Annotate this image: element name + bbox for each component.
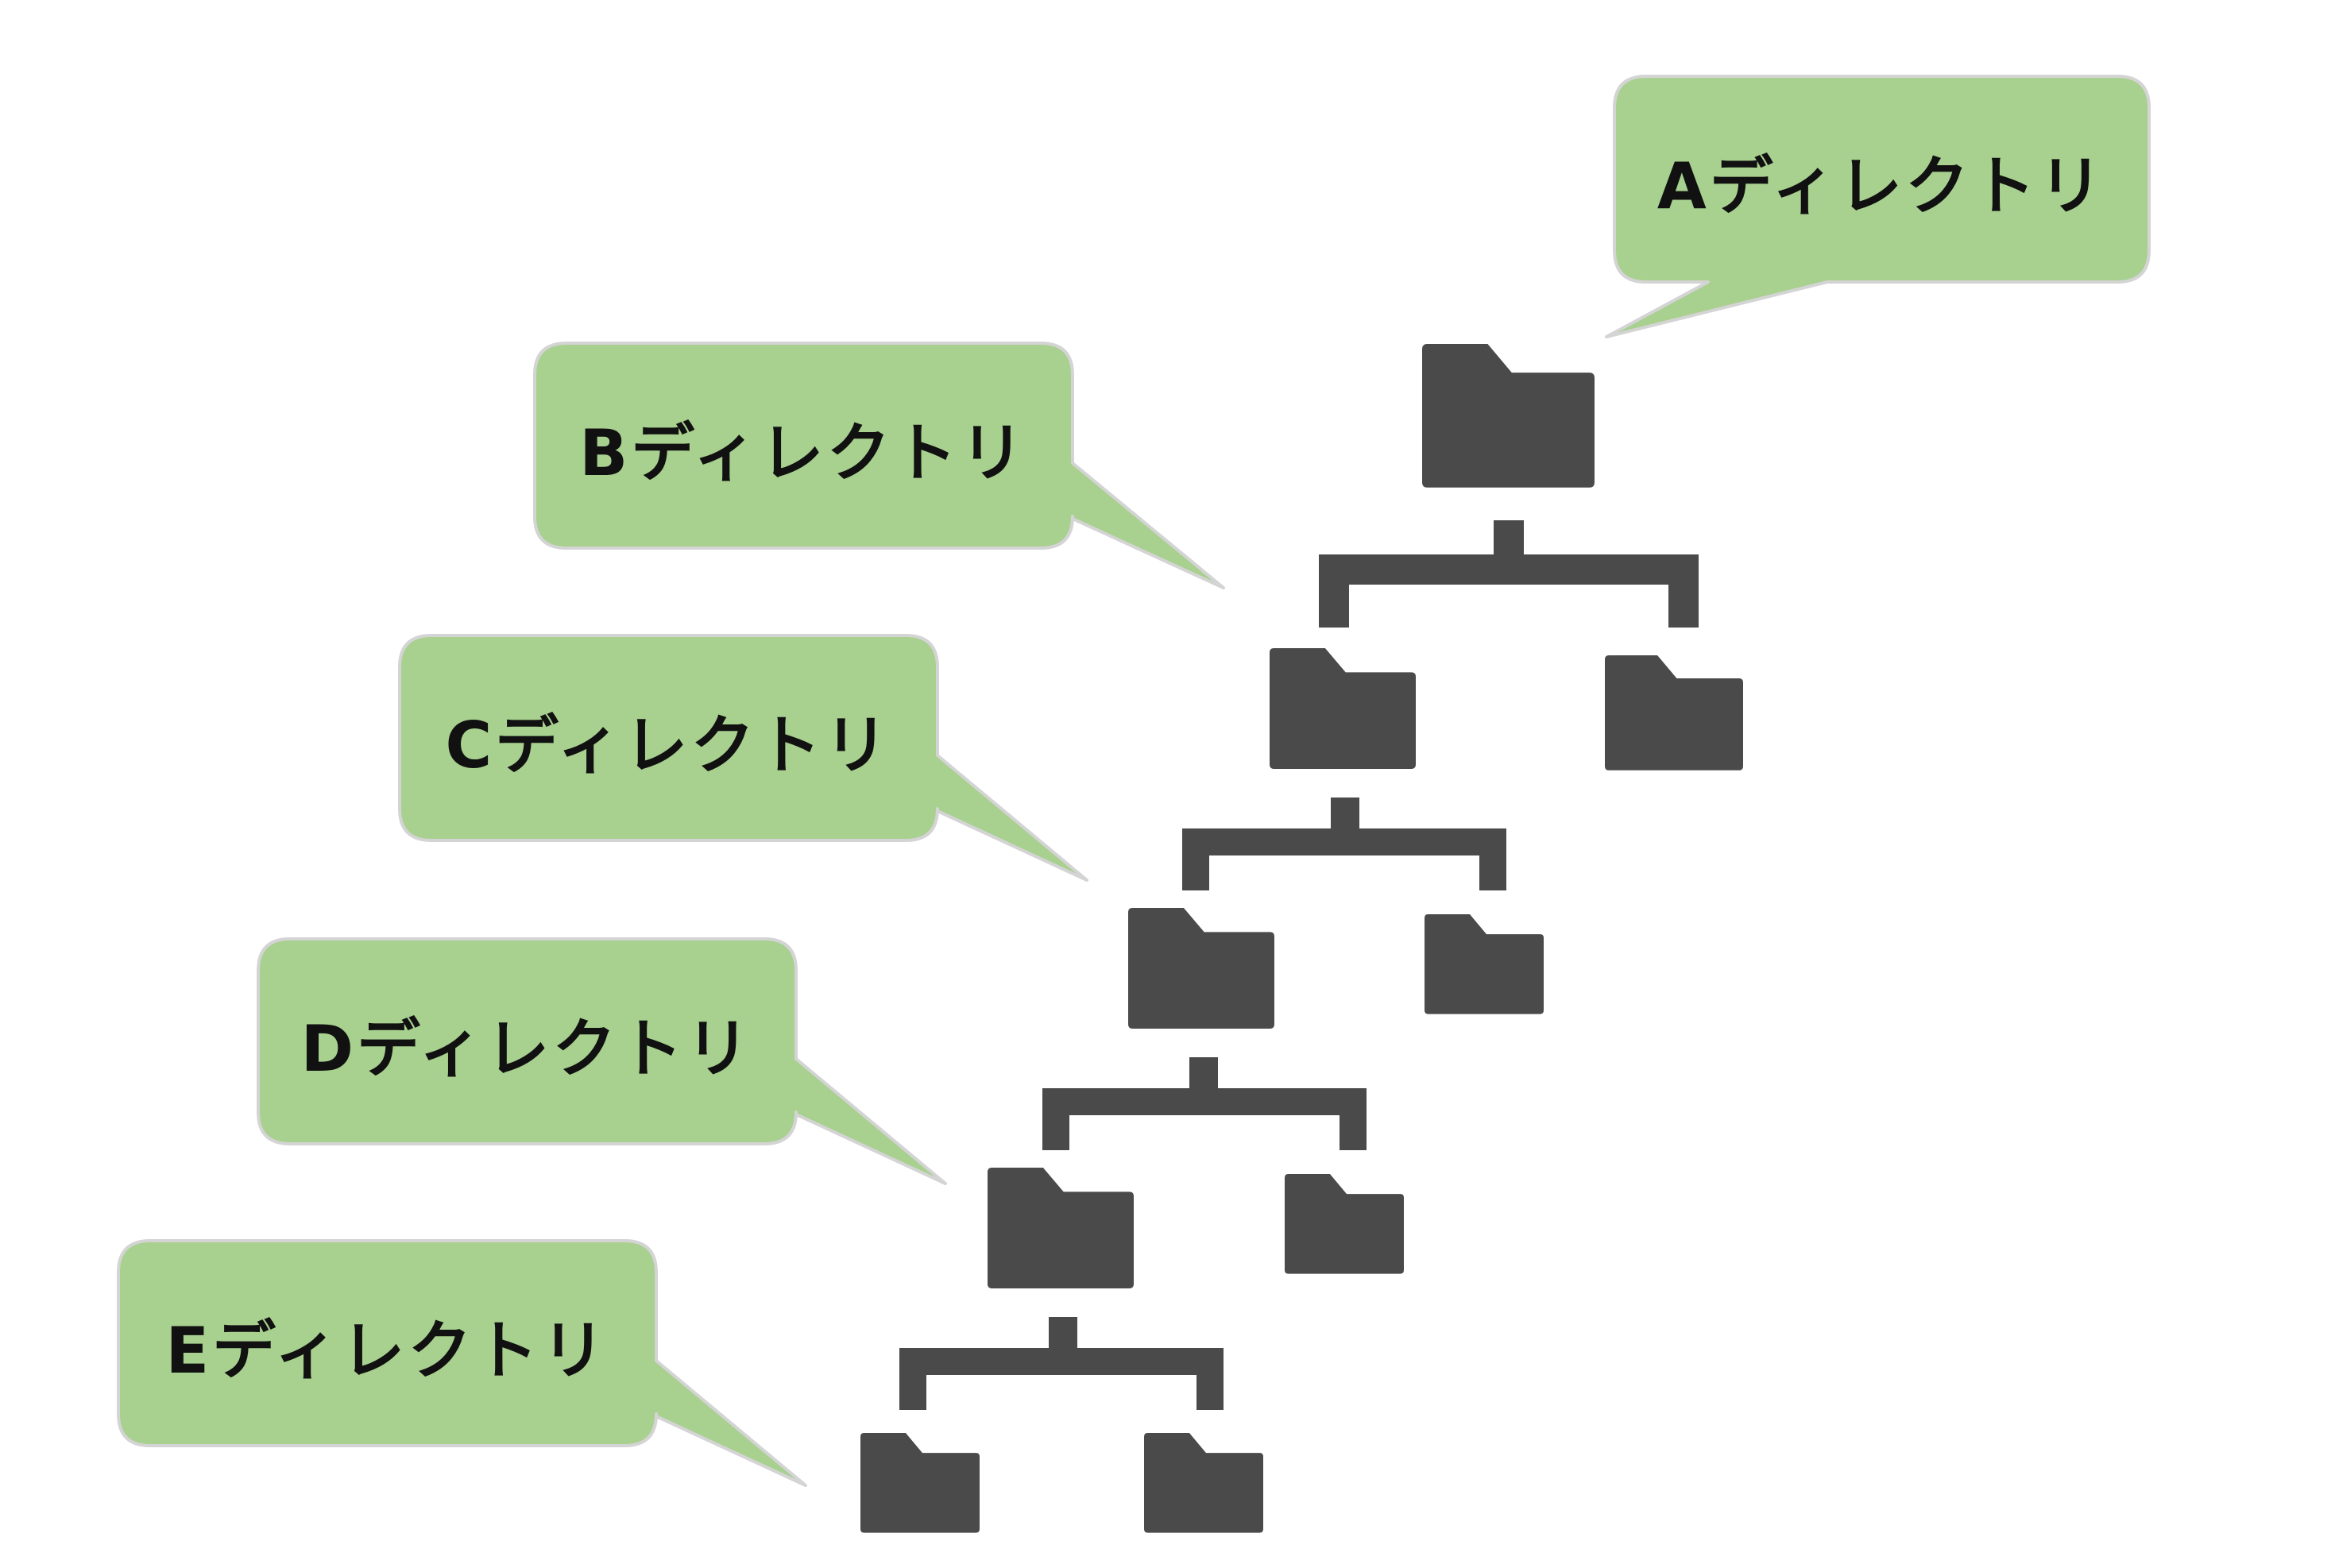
callout-c-label: Cディレクトリ	[445, 709, 891, 782]
callout-b-label: Bディレクトリ	[579, 416, 1026, 490]
folder-icon-e-sibling	[1144, 1433, 1263, 1533]
callout-a: Aディレクトリ	[1605, 75, 2151, 338]
connector-d	[899, 1317, 1224, 1410]
folder-icon-b	[1270, 648, 1416, 769]
folder-icon-c-sibling	[1425, 914, 1544, 1014]
folder-icon-c	[1128, 908, 1274, 1029]
callout-d: Dディレクトリ	[257, 937, 947, 1185]
folder-icon-d	[988, 1168, 1134, 1288]
callout-d-label: Dディレクトリ	[301, 1012, 753, 1086]
folder-icon-b-sibling	[1605, 655, 1743, 770]
folder-icon-a	[1422, 344, 1595, 488]
callout-c: Cディレクトリ	[398, 634, 1088, 882]
callout-d-bubble	[257, 937, 947, 1185]
folder-icon-d-sibling	[1285, 1174, 1404, 1274]
connector-b	[1182, 798, 1506, 890]
callout-b: Bディレクトリ	[533, 342, 1225, 589]
tree-connectors	[899, 520, 1699, 1410]
connector-c	[1042, 1057, 1367, 1150]
callout-a-bubble	[1605, 75, 2151, 338]
callout-e-label: Eディレクトリ	[165, 1314, 608, 1388]
callout-e-bubble	[117, 1239, 807, 1487]
callout-a-label: Aディレクトリ	[1657, 149, 2105, 223]
callout-b-bubble	[533, 342, 1225, 589]
folder-icon-e	[860, 1433, 980, 1533]
callout-c-bubble	[398, 634, 1088, 882]
callout-e: Eディレクトリ	[117, 1239, 807, 1487]
connector-a	[1319, 520, 1699, 628]
